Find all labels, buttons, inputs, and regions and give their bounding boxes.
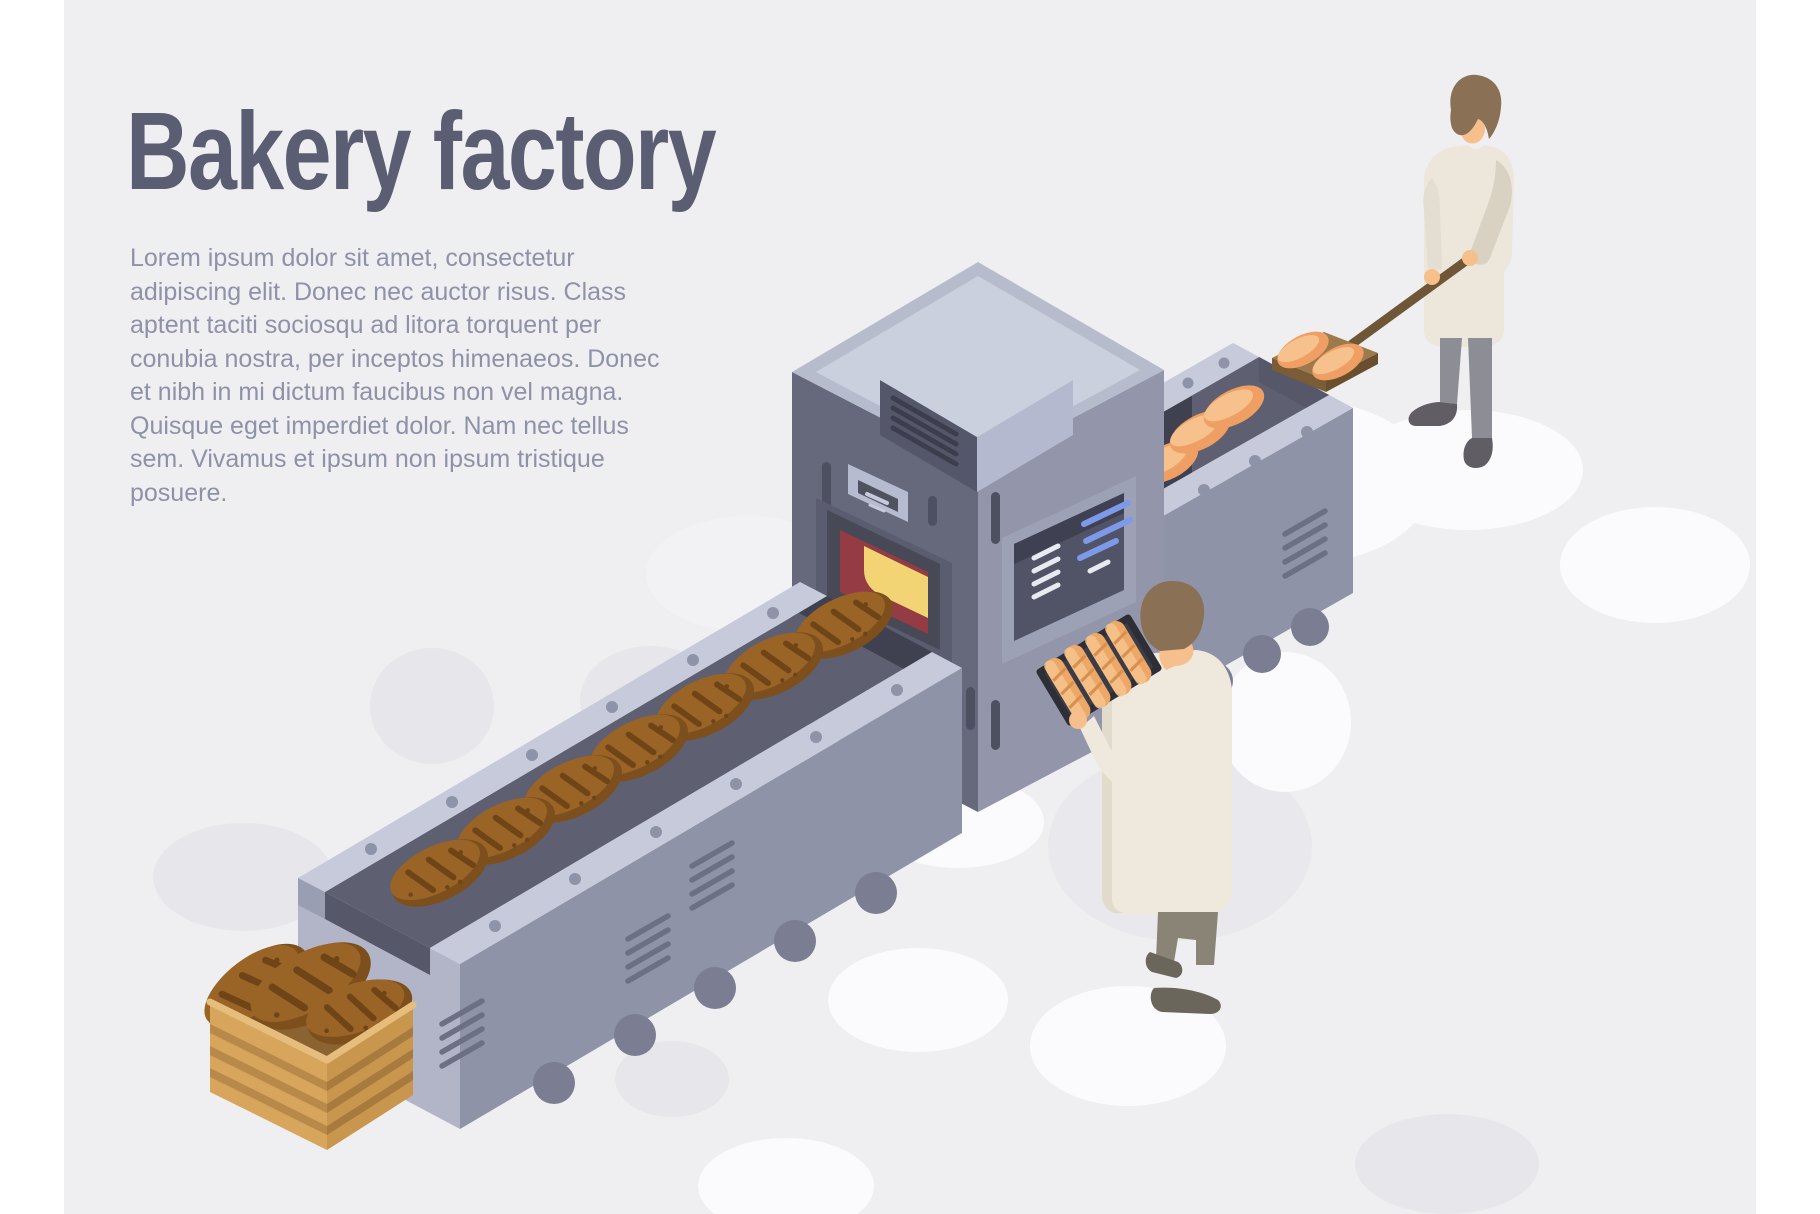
peel-board bbox=[1271, 324, 1378, 392]
worker-shoe bbox=[1408, 402, 1458, 426]
right-margin bbox=[1756, 0, 1820, 1214]
crate-rim bbox=[206, 998, 417, 1064]
worker-shoe bbox=[1150, 987, 1221, 1014]
crate-slats bbox=[210, 1024, 413, 1135]
worker-pants-leg bbox=[1468, 338, 1492, 438]
input-far-rail bbox=[1156, 343, 1259, 416]
page-title: Bakery factory bbox=[126, 90, 717, 213]
worker-pants bbox=[1156, 912, 1218, 965]
vent-grill bbox=[890, 395, 959, 467]
worker-arm bbox=[1423, 178, 1442, 270]
worker-hand bbox=[1069, 711, 1087, 729]
worker-hair bbox=[1140, 580, 1205, 651]
bread-crate bbox=[191, 923, 421, 1150]
oven-glow bbox=[864, 546, 928, 618]
worker-hair bbox=[1450, 74, 1502, 139]
intro-paragraph: Lorem ipsum dolor sit amet, consectetur … bbox=[130, 244, 660, 507]
input-rail-rivets bbox=[1182, 357, 1313, 496]
input-conveyor-vent-slats bbox=[1282, 508, 1328, 579]
bread-tray bbox=[1036, 614, 1162, 726]
oven-mouth bbox=[816, 498, 952, 668]
worker-carrying-tray bbox=[1036, 580, 1232, 1014]
worker-shoe bbox=[1463, 438, 1493, 468]
output-far-rail-end bbox=[298, 878, 325, 919]
oven-detail-pills bbox=[822, 462, 1000, 750]
worker-hand bbox=[1424, 269, 1440, 285]
output-conveyor-bumpers bbox=[533, 872, 897, 1104]
worker-arm bbox=[1080, 716, 1170, 801]
screen-status-lines bbox=[1077, 500, 1133, 561]
oven-screen bbox=[1002, 476, 1136, 664]
peel-handle bbox=[1347, 253, 1475, 349]
input-conveyor-front-face bbox=[1156, 408, 1353, 705]
output-belt-end bbox=[325, 892, 430, 975]
screen-side-slats bbox=[1031, 543, 1061, 600]
input-belt-end bbox=[1259, 357, 1329, 420]
left-margin bbox=[0, 0, 64, 1214]
oven-display-panel bbox=[848, 464, 908, 522]
input-conveyor bbox=[1130, 343, 1353, 705]
output-conveyor-vent-slats bbox=[439, 840, 735, 1069]
output-near-rail bbox=[430, 652, 962, 964]
worker-shoe bbox=[1145, 952, 1183, 978]
worker-hand bbox=[1462, 250, 1478, 266]
worker-arm-shaded bbox=[1468, 160, 1512, 265]
worker-pants-leg bbox=[1440, 338, 1462, 404]
output-rail-rivets bbox=[365, 607, 903, 932]
worker-with-peel bbox=[1271, 74, 1514, 468]
output-conveyor bbox=[298, 576, 962, 1129]
oven-vent-box bbox=[880, 325, 1073, 492]
worker-coat-shade bbox=[1102, 656, 1138, 913]
